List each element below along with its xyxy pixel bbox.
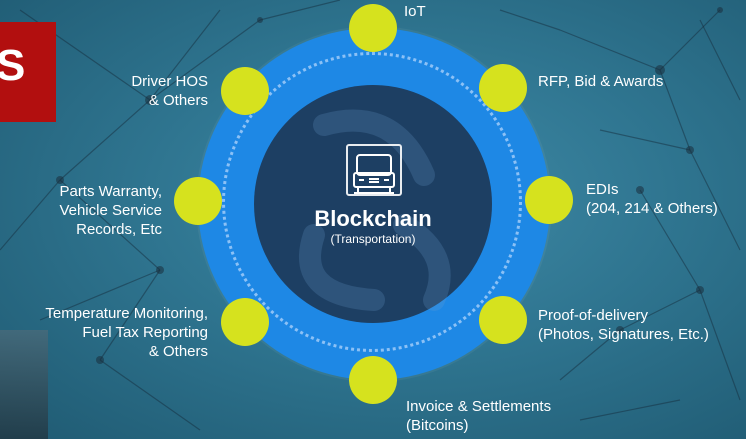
diagram-subtitle: (Transportation) (330, 232, 416, 246)
label-iot: IoT (404, 3, 426, 20)
chain-link-decoration (299, 109, 451, 311)
label-edi: EDIs (204, 214 & Others) (586, 181, 718, 217)
center-circle (254, 85, 492, 323)
dotted-orbit (222, 52, 522, 352)
section-tab-letter: S (0, 41, 26, 90)
node-iot[interactable] (349, 4, 397, 52)
truck-icon (346, 144, 402, 196)
section-tab: S (0, 22, 56, 122)
node-proof-of-delivery[interactable] (479, 296, 527, 344)
label-proof-of-delivery: Proof-of-delivery (Photos, Signatures, E… (538, 307, 709, 343)
label-temperature: Temperature Monitoring, Fuel Tax Reporti… (45, 305, 208, 360)
node-temperature[interactable] (221, 298, 269, 346)
label-invoice: Invoice & Settlements (Bitcoins) (406, 398, 552, 434)
label-rfp: RFP, Bid & Awards (538, 73, 664, 90)
node-invoice[interactable] (349, 356, 397, 404)
node-driver-hos[interactable] (221, 67, 269, 115)
background-ship-image (0, 330, 48, 439)
diagram-title: Blockchain (314, 206, 432, 231)
node-rfp[interactable] (479, 64, 527, 112)
label-driver-hos: Driver HOS & Others (131, 73, 208, 109)
node-parts-warranty[interactable] (174, 177, 222, 225)
label-parts-warranty: Parts Warranty, Vehicle Service Records,… (59, 183, 162, 238)
node-edi[interactable] (525, 176, 573, 224)
